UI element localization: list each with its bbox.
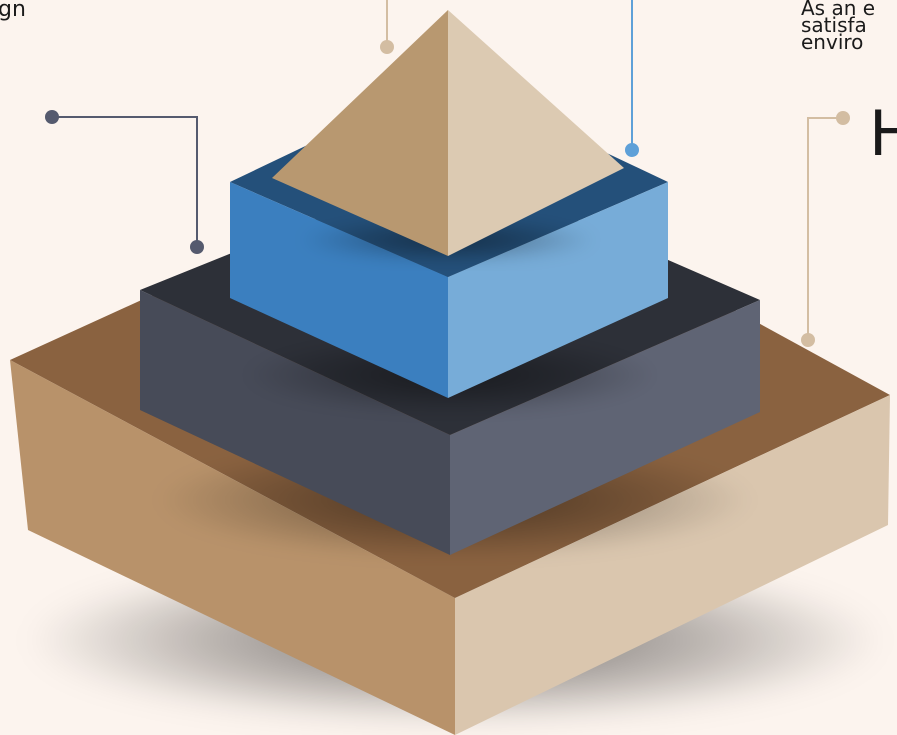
callout-dot [801, 333, 815, 347]
callout-dot [836, 111, 850, 125]
callout-top-blue [625, 0, 639, 157]
callout-top-tan [380, 0, 394, 54]
heading-fragment: H [869, 103, 897, 165]
callout-dot [625, 143, 639, 157]
callout-dot [190, 240, 204, 254]
callout-right-tan [801, 111, 850, 347]
callout-dot [380, 40, 394, 54]
right-paragraph-fragment: As an e satisfa enviro [801, 0, 875, 51]
callout-left-dark [45, 110, 204, 254]
callout-dot [45, 110, 59, 124]
left-text-fragment: gn [0, 0, 26, 21]
